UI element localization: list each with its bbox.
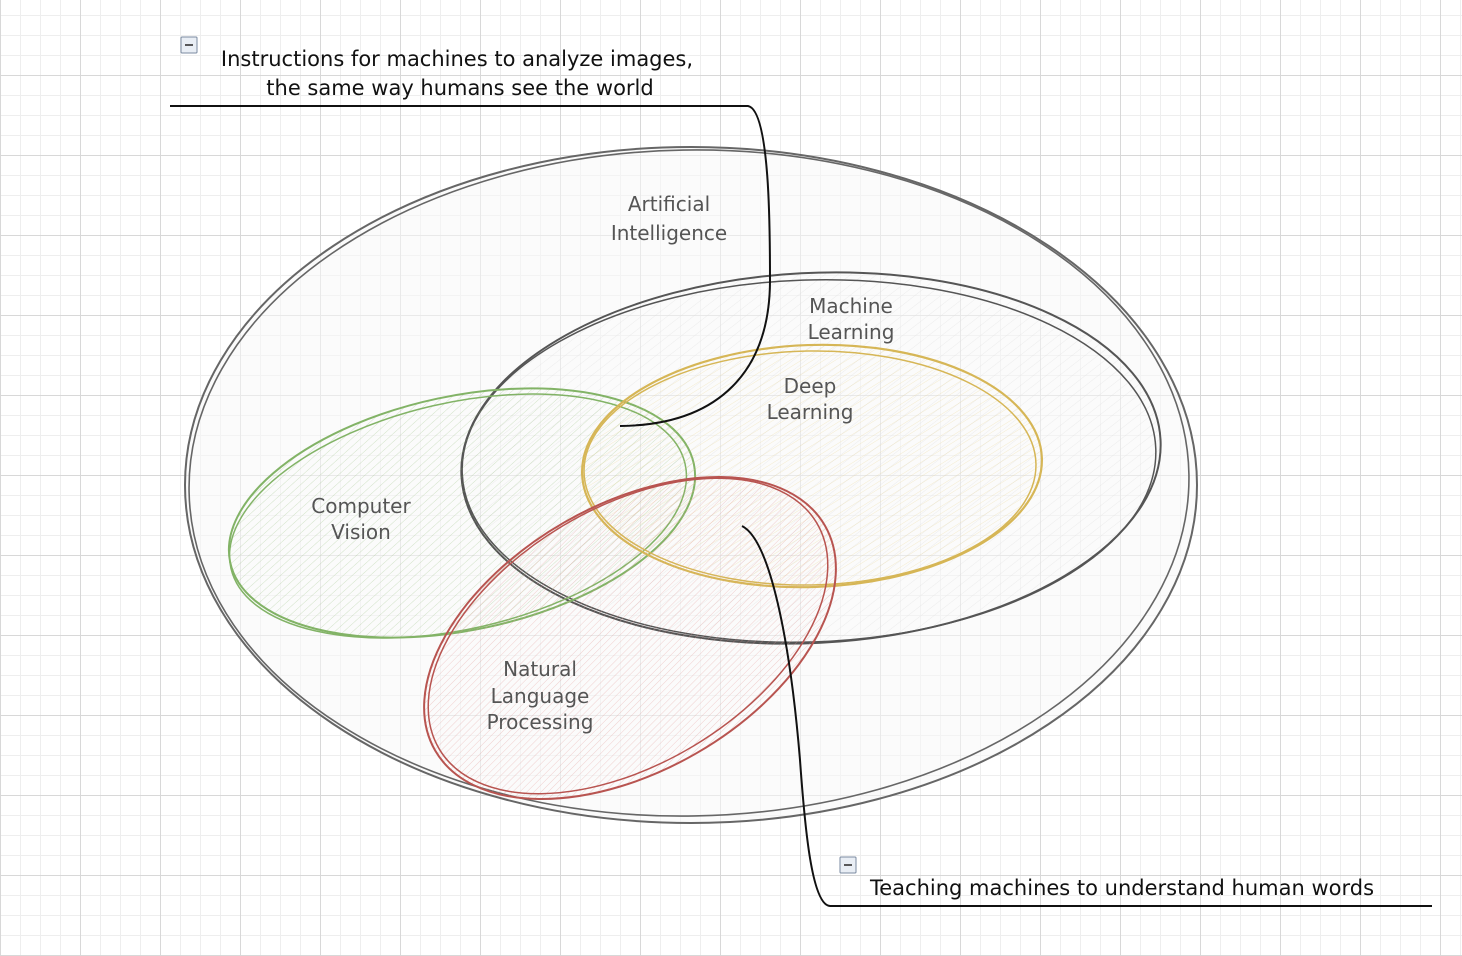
ai-label-line2: Intelligence [611, 221, 727, 245]
dl-label-line2: Learning [767, 400, 854, 424]
minus-box-icon[interactable] [180, 36, 198, 54]
nlp-label-line1: Natural [503, 657, 577, 681]
ml-label-line1: Machine [809, 294, 893, 318]
dl-label-line1: Deep [784, 374, 837, 398]
top-annotation-line1: Instructions for machines to analyze ima… [221, 47, 693, 71]
nlp-ellipse[interactable] [369, 410, 892, 865]
nlp-label-line2: Language [491, 684, 590, 708]
top-annotation[interactable]: Instructions for machines to analyze ima… [180, 36, 693, 100]
minus-box-icon[interactable] [839, 856, 857, 874]
ml-label-line2: Learning [808, 320, 895, 344]
bottom-annotation-line1: Teaching machines to understand human wo… [869, 876, 1374, 900]
cv-label-line1: Computer [311, 494, 411, 518]
top-connector-line [170, 105, 772, 427]
top-annotation-line2: the same way humans see the world [266, 76, 653, 100]
bottom-annotation[interactable]: Teaching machines to understand human wo… [839, 856, 1374, 900]
ai-label-line1: Artificial [628, 192, 710, 216]
nlp-label-line3: Processing [487, 710, 594, 734]
cv-label-line2: Vision [331, 520, 391, 544]
bottom-connector-line [741, 525, 1432, 907]
